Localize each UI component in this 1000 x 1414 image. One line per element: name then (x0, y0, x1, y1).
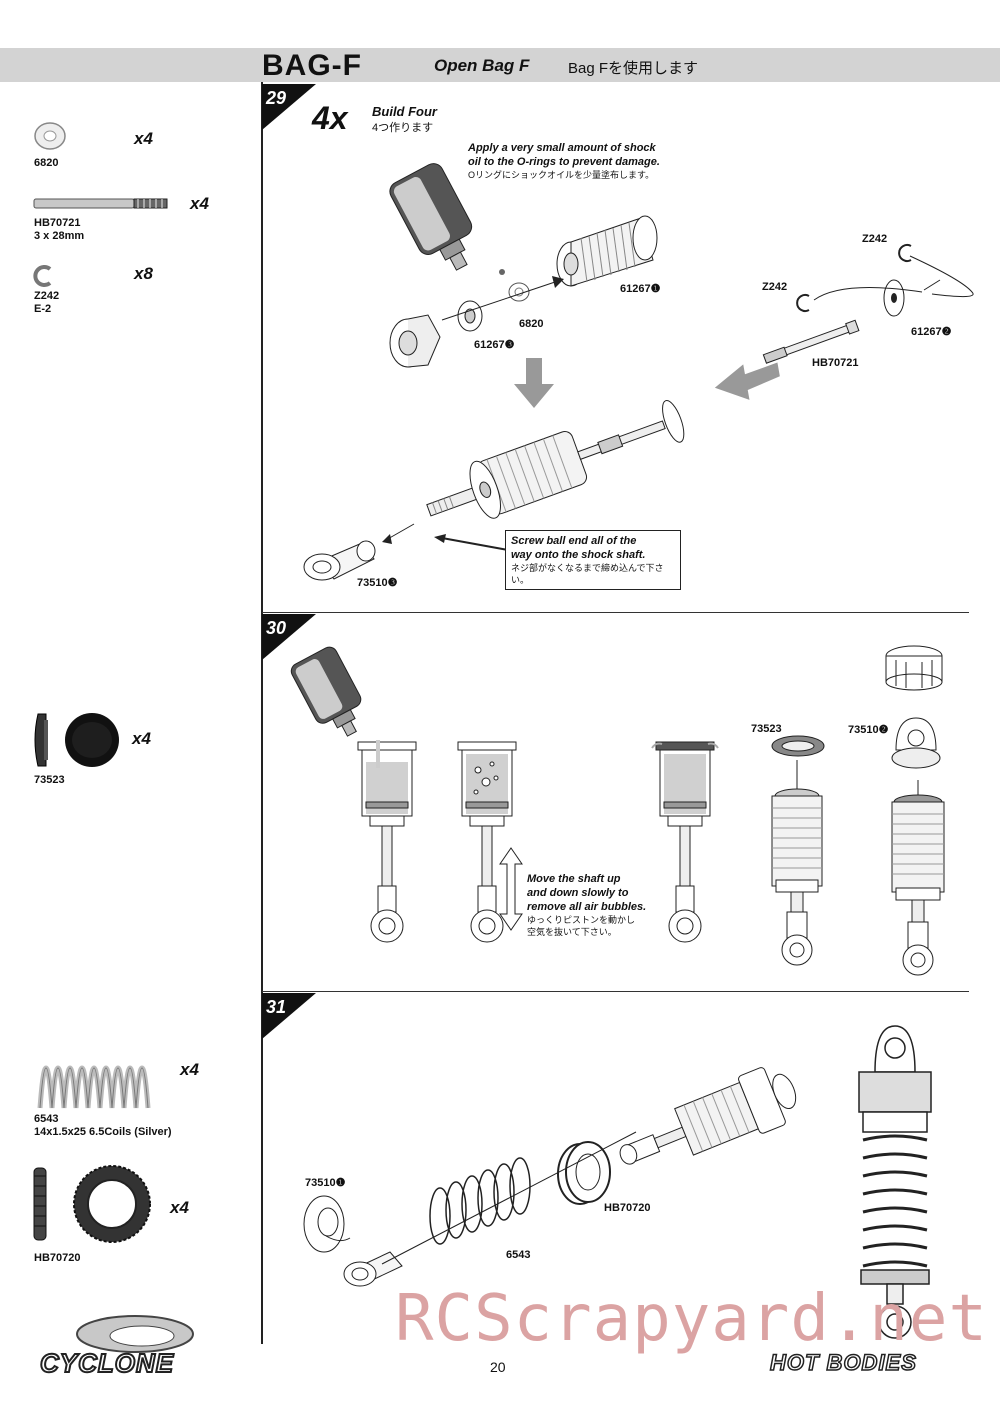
part-qty: x4 (132, 729, 151, 748)
shock-assembly-icon (426, 400, 685, 519)
oil-note: Apply a very small amount of shock oil t… (468, 142, 660, 180)
shock-body-icon (556, 215, 658, 287)
guide-lines (813, 255, 974, 301)
part-spec: E-2 (34, 303, 52, 315)
spring-collar-icon (557, 1141, 611, 1205)
cyclone-logo: CYCLONE (39, 1347, 175, 1379)
part-qty: x4 (180, 1060, 199, 1079)
spring-icon (37, 1065, 151, 1109)
cap-nut-icon (389, 314, 441, 368)
step-divider (262, 612, 969, 613)
part-callout: 73510❷ (848, 724, 889, 736)
header-bar (0, 48, 1000, 82)
step-30-number: 30 (262, 614, 316, 660)
spring-icon (429, 1157, 531, 1245)
bubble-note: Move the shaft up and down slowly to rem… (527, 873, 647, 937)
part-callout: 61267❷ (911, 326, 952, 338)
oil-bottle-icon (389, 163, 505, 275)
shock-body-vertical-icon (771, 760, 823, 966)
build-count: 4x (312, 100, 348, 136)
part-code: HB70721 (34, 217, 81, 229)
part-qty: x8 (134, 264, 153, 283)
part-code: 6543 (34, 1113, 59, 1125)
build-label: Build Four (372, 104, 437, 119)
washer-icon (34, 122, 66, 150)
pointer-line (434, 534, 509, 551)
assembly-line (381, 1131, 637, 1265)
spring-collar-icon (33, 1165, 151, 1243)
shock-assembly-icon (619, 1067, 797, 1165)
up-down-arrow-icon (499, 847, 523, 931)
shock-filling-icon (357, 740, 417, 943)
part-qty: x4 (170, 1198, 189, 1217)
part-callout: 6543 (506, 1249, 531, 1261)
shock-filling-icon (457, 741, 517, 943)
step-29-number: 29 (262, 84, 316, 130)
ball-cup-icon (303, 1195, 351, 1253)
part-spec: 14x1.5x25 6.5Coils (Silver) (34, 1126, 172, 1138)
e-clip-icon (796, 294, 810, 312)
part-callout: 61267❶ (620, 283, 661, 295)
column-divider (261, 82, 263, 1344)
part-qty: x4 (134, 129, 153, 148)
e-clip-icon (898, 244, 912, 262)
part-qty: x4 (190, 194, 209, 213)
part-spec: 3 x 28mm (34, 230, 85, 242)
shock-filling-icon (651, 741, 719, 943)
e-clip-icon (33, 265, 52, 287)
part-callout: 61267❸ (474, 339, 515, 351)
ball-end-note: Screw ball end all of the way onto the s… (505, 530, 681, 590)
cyclone-logo-icon (76, 1315, 194, 1353)
step-divider (262, 991, 969, 992)
shock-shaft-icon (762, 319, 860, 364)
bladder-icon (771, 735, 825, 757)
shock-body-vertical-icon (891, 780, 945, 976)
part-callout: HB70721 (812, 357, 859, 369)
part-code: 6820 (34, 157, 59, 169)
part-code: HB70720 (34, 1252, 81, 1264)
part-callout: 6820 (519, 318, 544, 330)
finished-shock-icon (858, 1025, 932, 1339)
arrow-line (441, 276, 564, 321)
arrow-line (382, 523, 415, 544)
part-code: Z242 (34, 290, 60, 302)
oil-bottle-icon (290, 646, 362, 737)
part-callout: 73510❸ (357, 577, 398, 589)
down-arrow-icon (514, 358, 554, 408)
ball-end-icon (303, 540, 376, 581)
hot-bodies-logo: HOT BODIES (769, 1349, 917, 1376)
step-31-number: 31 (262, 993, 316, 1039)
bladder-icon (34, 713, 119, 767)
bag-subtitle-jp: Bag Fを使用します (568, 60, 699, 77)
part-callout: Z242 (862, 233, 888, 245)
bag-subtitle: Open Bag F (434, 56, 530, 75)
left-arrow-icon (714, 362, 780, 400)
part-callout: Z242 (762, 281, 788, 293)
part-callout: 73510❶ (305, 1177, 346, 1189)
watermark: RCScrapyard.net (395, 1282, 988, 1356)
cap-icon (885, 645, 943, 691)
o-ring-icon (508, 282, 530, 302)
build-label-jp: 4つ作ります (372, 122, 434, 134)
part-callout: 73523 (751, 723, 782, 735)
ball-cup-icon (891, 717, 941, 769)
page-number: 20 (490, 1359, 506, 1375)
bag-title: BAG-F (262, 49, 362, 82)
part-callout: HB70720 (604, 1202, 651, 1214)
shaft-icon (33, 198, 168, 209)
part-code: 73523 (34, 774, 65, 786)
